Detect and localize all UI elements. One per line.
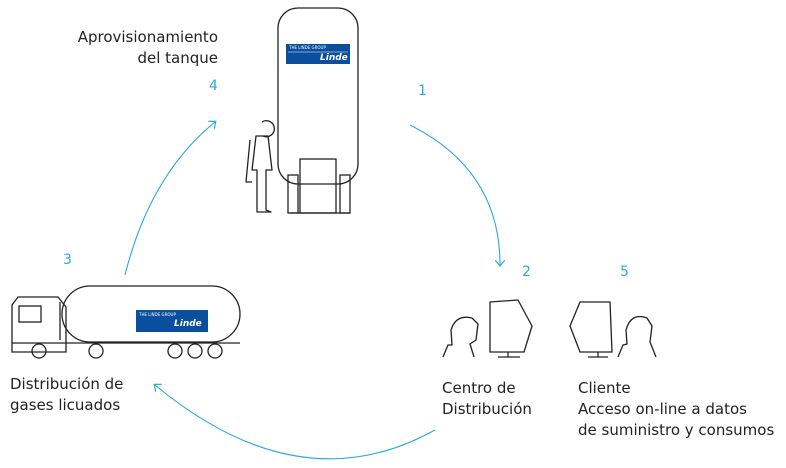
tank-brand-group: THE LINDE GROUP — [289, 45, 326, 50]
truck-linde-label — [136, 310, 208, 332]
operator-at-monitor-icon — [442, 299, 533, 358]
truck-brand-logo: Linde — [174, 319, 202, 329]
step-4-label-line1: Aprovisionamiento — [77, 28, 218, 46]
step-5-label-line3: de suministro y consumos — [578, 421, 775, 439]
step-5-label-line1: Cliente — [578, 379, 631, 397]
step-number-2: 2 — [522, 264, 531, 280]
step-3-label-line1: Distribución de — [10, 375, 124, 393]
arrow-truck-to-tank — [124, 122, 215, 276]
tank-brand-logo: Linde — [320, 53, 348, 63]
step-3-label-line2: gases licuados — [10, 396, 121, 414]
step-4-label-line2: del tanque — [137, 49, 218, 67]
tank-linde-label — [286, 44, 350, 64]
step-number-4: 4 — [209, 78, 218, 94]
storage-tank-icon — [277, 7, 359, 214]
step-5-label: Cliente Acceso on-line a datos de sumini… — [578, 378, 774, 441]
client-at-monitor-icon — [569, 301, 657, 358]
tanker-truck-icon — [11, 285, 241, 359]
step-3-label: Distribución de gases licuados — [10, 374, 123, 416]
step-number-5: 5 — [620, 264, 629, 280]
step-number-1: 1 — [418, 83, 427, 99]
step-4-label: Aprovisionamiento del tanque — [40, 27, 218, 69]
arrow-center-to-truck — [155, 385, 436, 460]
step-number-3: 3 — [63, 252, 72, 268]
standing-person-icon — [245, 120, 275, 213]
step-2-label: Centro de Distribución — [442, 378, 532, 420]
step-2-label-line1: Centro de — [442, 379, 516, 397]
step-2-label-line2: Distribución — [442, 400, 532, 418]
truck-brand-group: THE LINDE GROUP — [139, 312, 176, 317]
step-5-label-line2: Acceso on-line a datos — [578, 400, 747, 418]
arrow-tank-to-center — [409, 124, 500, 265]
